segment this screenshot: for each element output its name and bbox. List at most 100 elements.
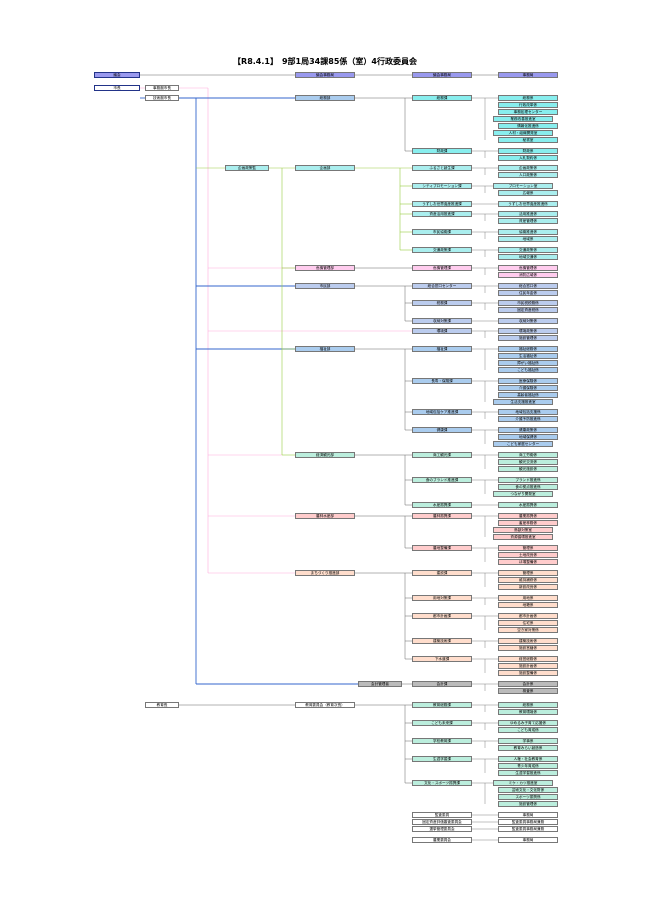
org-box: 教育みらい創造係 bbox=[498, 745, 558, 751]
org-box: 土地改良係 bbox=[498, 552, 558, 558]
org-box: ゆめるみ子育て応援係 bbox=[498, 720, 558, 726]
org-box: 事務副市長 bbox=[145, 85, 179, 91]
org-box: 市民協働課 bbox=[412, 229, 472, 235]
org-box: 事務局 bbox=[498, 72, 558, 78]
org-box: 資産活用推進課 bbox=[412, 211, 472, 217]
org-box: こども未来課 bbox=[412, 720, 472, 726]
org-box: 危機管理部 bbox=[295, 265, 355, 271]
org-box: 会計係 bbox=[498, 681, 558, 687]
org-box: 収納対策課 bbox=[412, 318, 472, 324]
org-box: 情報化推進係 bbox=[498, 123, 558, 129]
org-box: 観光交流係 bbox=[498, 459, 558, 465]
org-box: 生涯学習課 bbox=[412, 756, 472, 762]
org-box: 市民部 bbox=[295, 283, 355, 289]
org-box: 固定資産税係 bbox=[498, 307, 558, 313]
org-box: 教育長 bbox=[145, 702, 179, 708]
org-box: 生涯学習推進係 bbox=[498, 770, 558, 776]
org-box: 活用推進係 bbox=[498, 211, 558, 217]
org-box: 地域包括支援係 bbox=[498, 409, 558, 415]
org-box: 選挙管理委員会 bbox=[412, 826, 472, 832]
org-box: 文化・スポーツ振興課 bbox=[412, 780, 472, 786]
org-box: 食の拠点推進係 bbox=[498, 484, 558, 490]
org-box: 学校教育課 bbox=[412, 738, 472, 744]
org-box: 施設管理係 bbox=[498, 335, 558, 341]
org-box: 資源循環推進室 bbox=[493, 534, 553, 540]
org-box: 収納対策係 bbox=[498, 318, 558, 324]
org-box: 新設改良係 bbox=[498, 584, 558, 590]
org-box: 総務係 bbox=[498, 702, 558, 708]
org-box: ブランド推進係 bbox=[498, 477, 558, 483]
org-box: 市長 bbox=[94, 85, 140, 91]
org-box: 空き家対策係 bbox=[498, 627, 558, 633]
org-box: 議会事務局 bbox=[295, 72, 355, 78]
org-box: スポーツ振興係 bbox=[498, 794, 558, 800]
org-box: 交通政策課 bbox=[412, 247, 472, 253]
org-box: 総合窓口係 bbox=[498, 283, 558, 289]
org-box: 消防広域係 bbox=[498, 272, 558, 278]
org-box: 施設計画係 bbox=[498, 663, 558, 669]
org-box: 資産管理係 bbox=[498, 218, 558, 224]
org-box: 議会 bbox=[94, 72, 140, 78]
org-box: 生活支援推進室 bbox=[493, 399, 553, 405]
org-box: 生活福祉係 bbox=[498, 353, 558, 359]
org-box: 検査係 bbox=[498, 688, 558, 694]
org-box: 施設整備係 bbox=[498, 670, 558, 676]
org-box: 農業委員会 bbox=[412, 837, 472, 843]
org-box: 医療保険係 bbox=[498, 378, 558, 384]
org-box: 人材・組織開発室 bbox=[493, 130, 553, 136]
section-connectors bbox=[179, 97, 412, 784]
org-box: 教育環境係 bbox=[498, 709, 558, 715]
org-box: 維持補修係 bbox=[498, 577, 558, 583]
org-box: つながり開発室 bbox=[493, 491, 553, 497]
org-box: 監査委員事務局兼務 bbox=[498, 826, 558, 832]
org-box: 行政改革係 bbox=[498, 102, 558, 108]
org-box: 議会事務局 bbox=[412, 72, 472, 78]
org-box: 住民年金係 bbox=[498, 290, 558, 296]
org-box: 健康政策係 bbox=[498, 427, 558, 433]
org-box: 総務係 bbox=[498, 95, 558, 101]
org-box: 農林水産部 bbox=[295, 513, 355, 519]
org-box: 事務局 bbox=[498, 812, 558, 818]
org-box: 人口政策係 bbox=[498, 172, 558, 178]
org-box: 広報係 bbox=[498, 190, 558, 196]
org-box: 税務課 bbox=[412, 300, 472, 306]
org-box: 入札契約係 bbox=[498, 155, 558, 161]
org-box: 農地整備課 bbox=[412, 545, 472, 551]
org-box: ふるさと創生課 bbox=[412, 165, 472, 171]
org-box: 経営総務係 bbox=[498, 656, 558, 662]
org-box: 市民税税務係 bbox=[498, 300, 558, 306]
org-box: 企画政策監 bbox=[225, 165, 269, 171]
org-box: 介護予防推進係 bbox=[498, 416, 558, 422]
org-box: 教育委員会（教育次長） bbox=[295, 702, 355, 708]
org-box: 福祉総務係 bbox=[498, 346, 558, 352]
org-box: 業務改善推進室 bbox=[493, 116, 553, 122]
org-box: 建設課 bbox=[412, 570, 472, 576]
org-box: 学事係 bbox=[498, 738, 558, 744]
org-box: こども福祉係 bbox=[498, 367, 558, 373]
org-box: 環境政策係 bbox=[498, 328, 558, 334]
org-box: 財政課 bbox=[412, 148, 472, 154]
org-box: 食のブランド推進課 bbox=[412, 477, 472, 483]
org-box: 教育総務課 bbox=[412, 702, 472, 708]
org-box: 管理係 bbox=[498, 570, 558, 576]
org-box: 危機管理課 bbox=[412, 265, 472, 271]
org-box: うずしお世界遺産推進係 bbox=[498, 201, 558, 207]
org-box: 都市計画課 bbox=[412, 613, 472, 619]
org-box: 芸術文化・文化財係 bbox=[498, 787, 558, 793]
org-box: 地籍係 bbox=[498, 602, 558, 608]
org-box: 鳥獣対策室 bbox=[493, 527, 553, 533]
org-box: 福祉課 bbox=[412, 346, 472, 352]
org-box: こども家庭センター bbox=[493, 441, 553, 447]
org-box: ミケ・カツ推進室 bbox=[493, 780, 553, 786]
org-box: 地域交通係 bbox=[498, 254, 558, 260]
org-box: 施設管理係 bbox=[498, 801, 558, 807]
org-box: 事務処理センター bbox=[498, 109, 558, 115]
page-title: 【R8.4.1】 9部1局34課85係（室）4行政委員会 bbox=[233, 57, 417, 66]
org-box: 監査委員 bbox=[412, 812, 472, 818]
org-box: 交通政策係 bbox=[498, 247, 558, 253]
org-box: 固定資産評価審査委員会 bbox=[412, 819, 472, 825]
org-box: 建築技術課 bbox=[412, 638, 472, 644]
org-box: ほ場整備係 bbox=[498, 559, 558, 565]
org-box: 施設営繕係 bbox=[498, 645, 558, 651]
planning-connectors bbox=[196, 167, 412, 456]
